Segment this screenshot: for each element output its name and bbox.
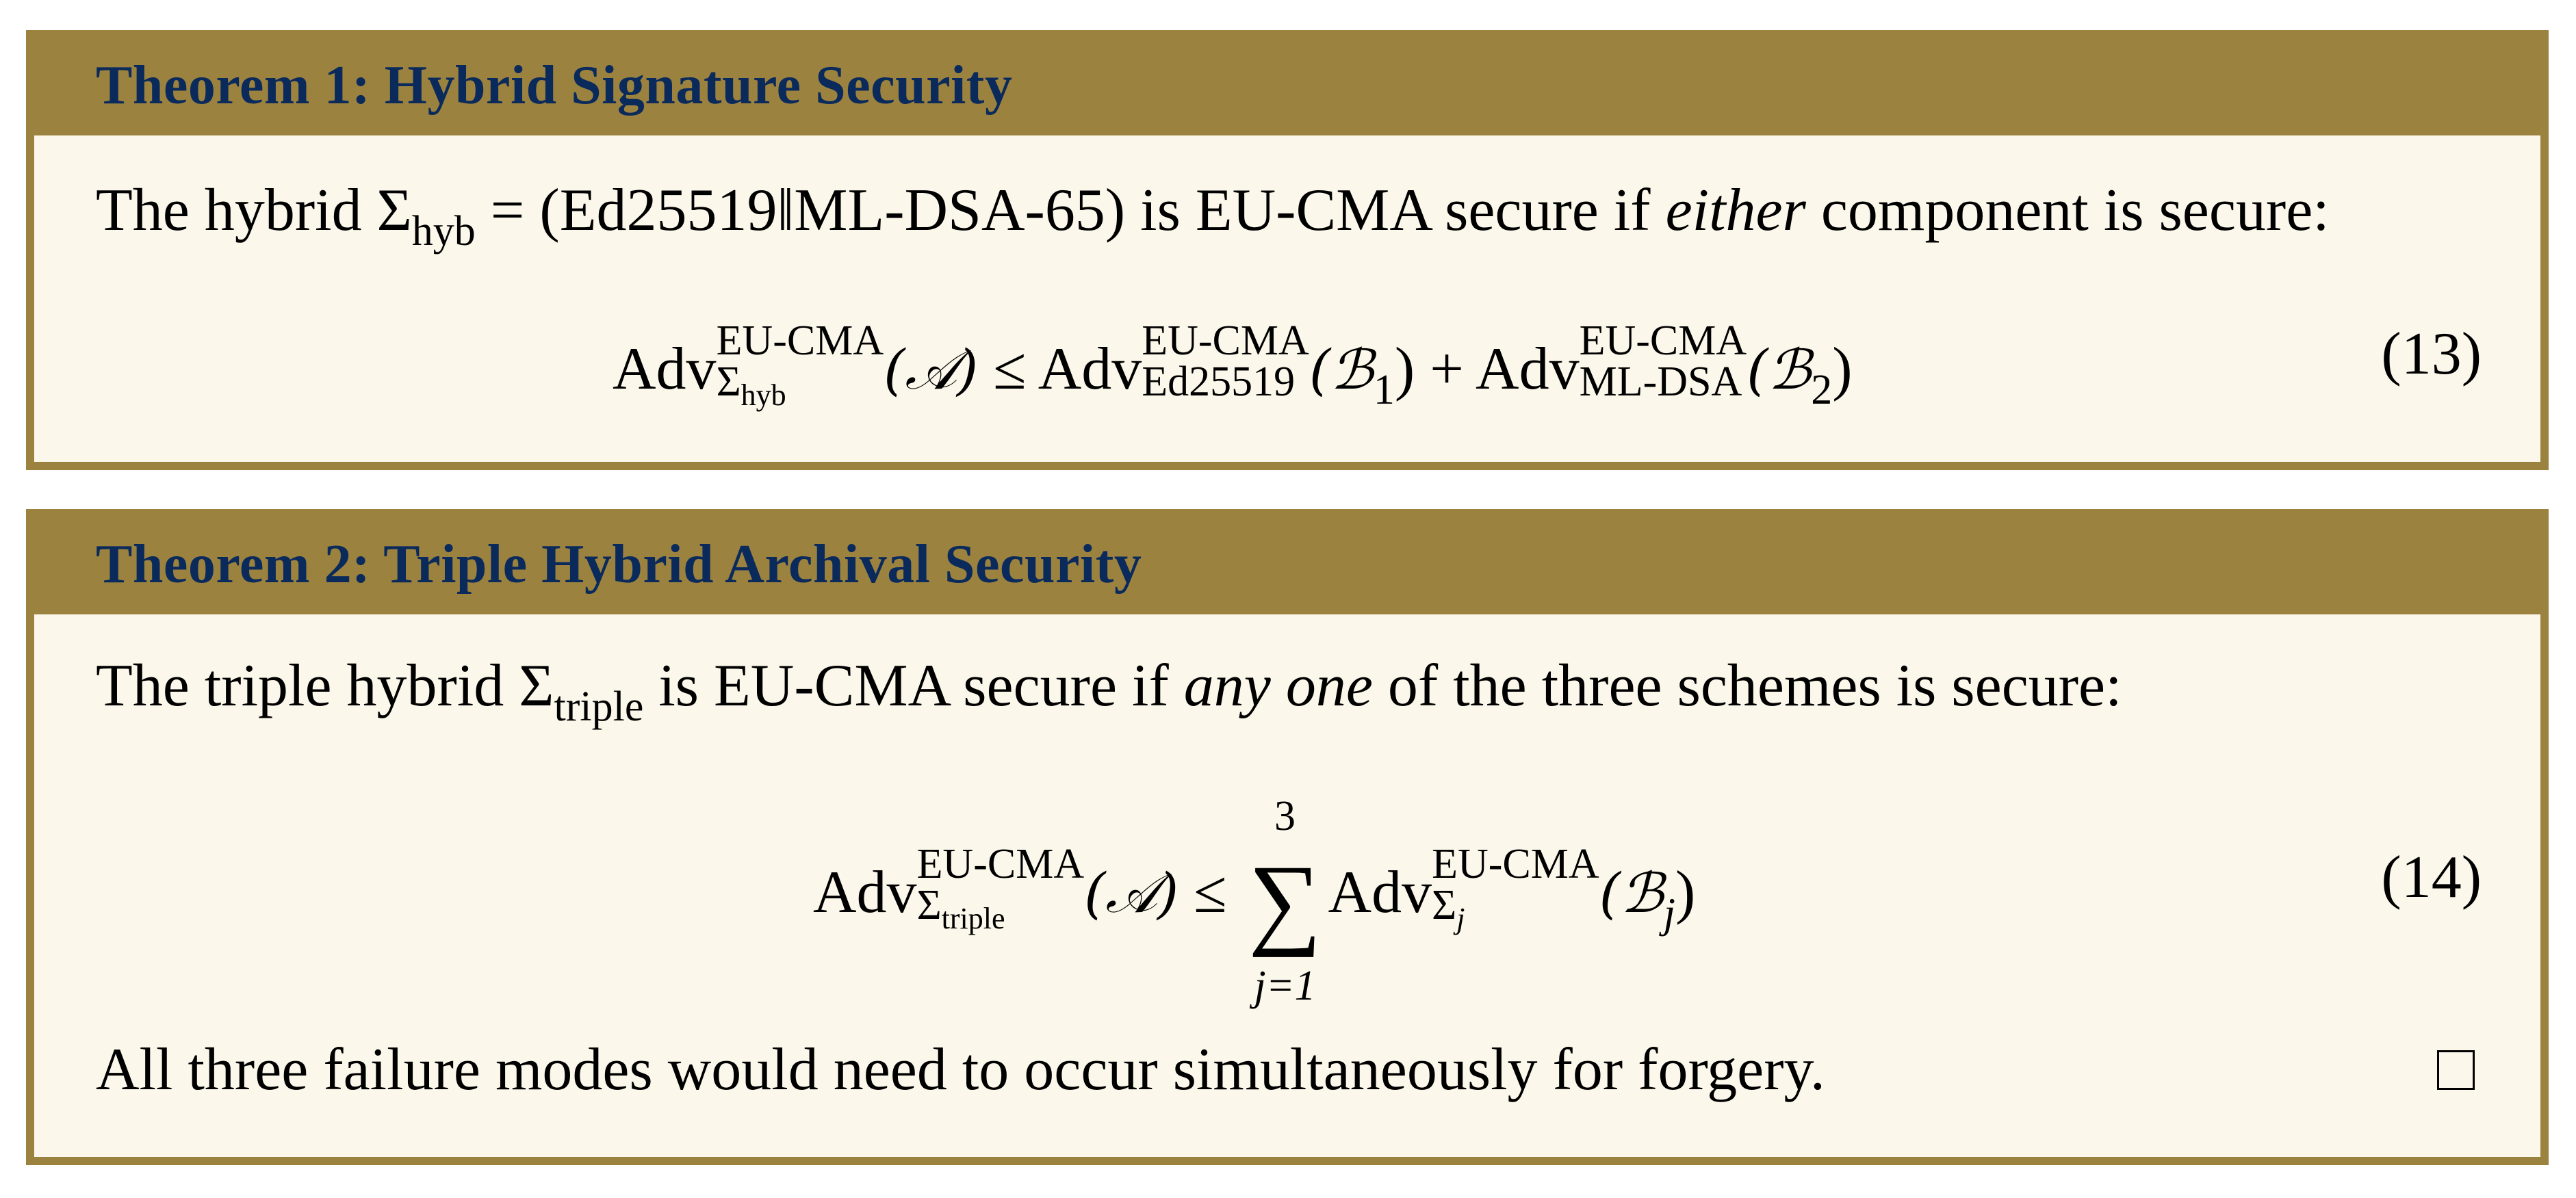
qed-square-icon bbox=[2437, 1050, 2475, 1090]
theorem-title-1: Theorem 1: Hybrid Signature Security bbox=[96, 55, 1013, 116]
theorem-2-statement: The triple hybrid Σtriple is EU-CMA secu… bbox=[96, 653, 2122, 730]
theorem-box-2: Theorem 2: Triple Hybrid Archival Securi… bbox=[26, 509, 2549, 1165]
theorem-1-statement: The hybrid Σhyb = (Ed25519‖ML-DSA-65) is… bbox=[96, 177, 2330, 255]
theorem-2-conclusion: All three failure modes would need to oc… bbox=[96, 1037, 1825, 1103]
sigma-symbol: Σ bbox=[519, 653, 554, 719]
equation-number-13: (13) bbox=[2381, 321, 2482, 387]
theorem-header-1: Theorem 1: Hybrid Signature Security bbox=[26, 30, 2549, 135]
equation-number-14: (14) bbox=[2381, 844, 2482, 911]
theorem-box-1: Theorem 1: Hybrid Signature Security The… bbox=[26, 30, 2549, 470]
summation: 3∑j=1 bbox=[1248, 793, 1322, 1009]
sigma-symbol: Σ bbox=[376, 177, 412, 244]
emphasis: any one bbox=[1183, 653, 1373, 719]
theorem-title-2: Theorem 2: Triple Hybrid Archival Securi… bbox=[96, 534, 1142, 595]
theorem-header-2: Theorem 2: Triple Hybrid Archival Securi… bbox=[26, 509, 2549, 614]
emphasis: either bbox=[1665, 177, 1806, 244]
